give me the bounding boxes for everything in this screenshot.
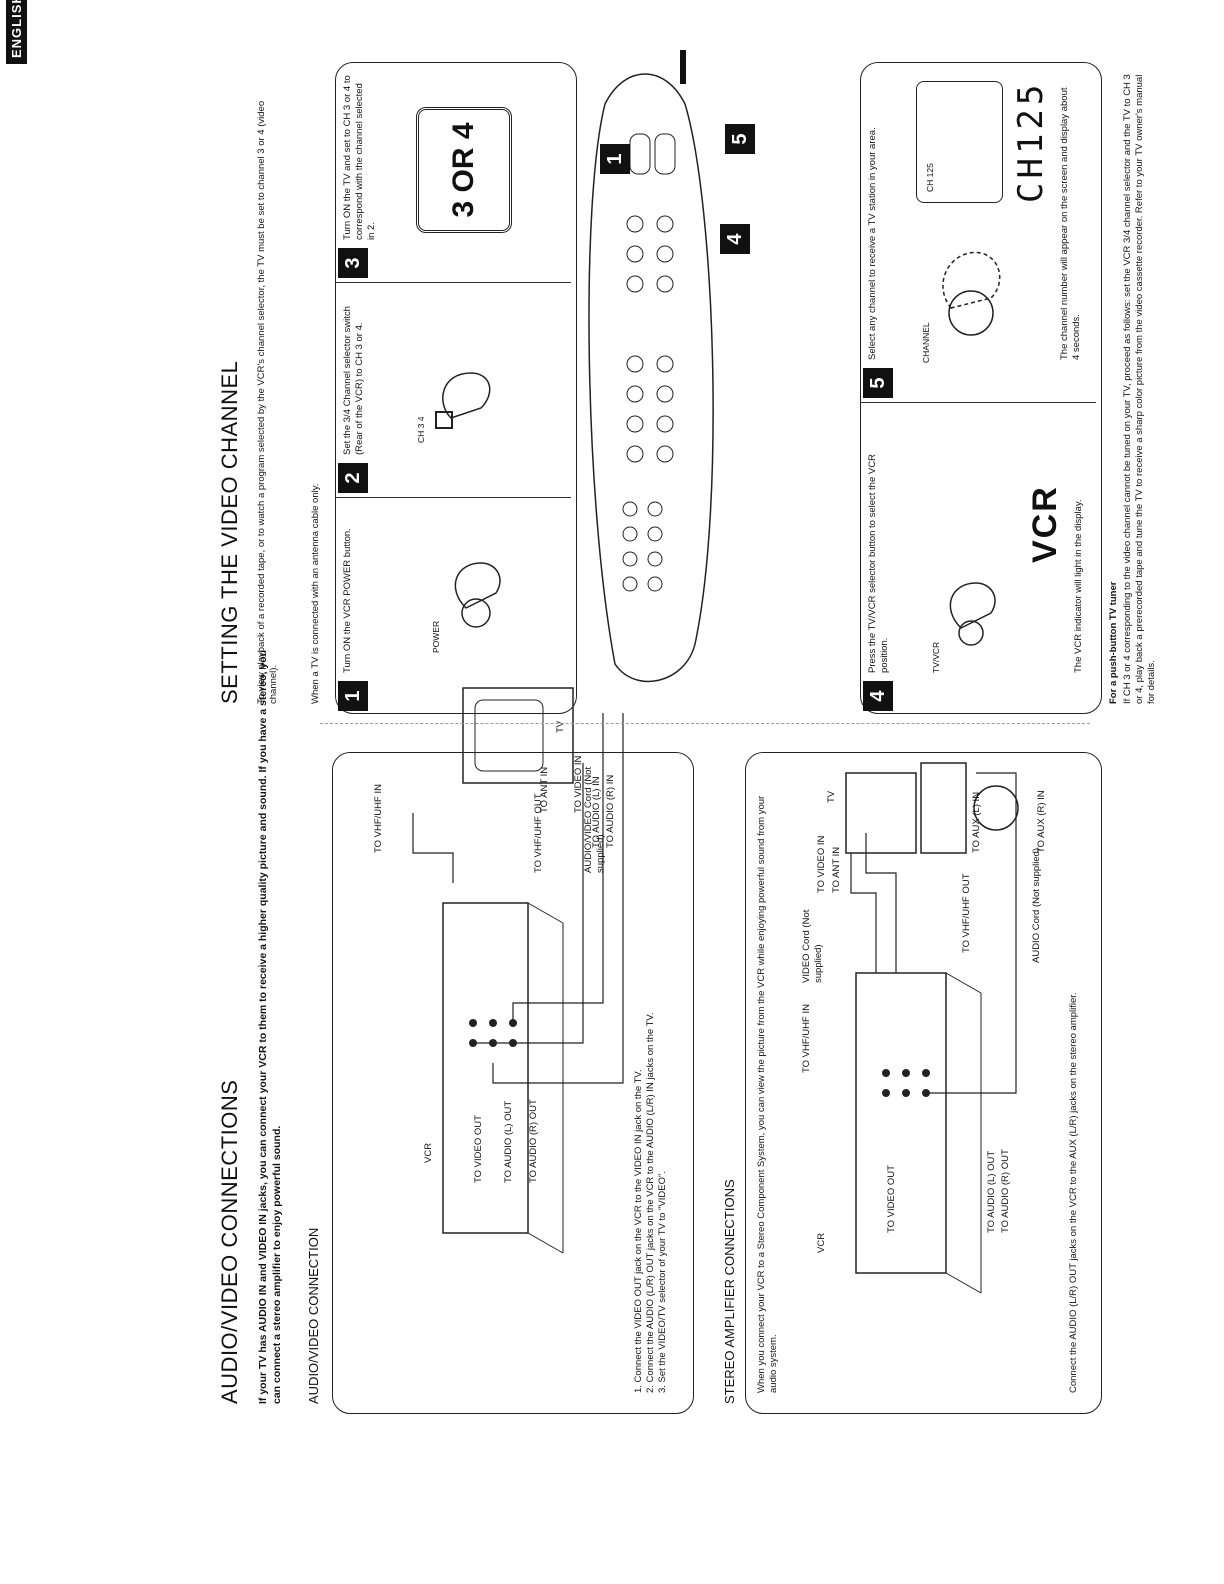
step-2-text: Set the 3/4 Channel selector switch (Rea… (342, 306, 365, 455)
av-ant-in-label: TO ANT IN (539, 766, 550, 813)
av-video-out-label: TO VIDEO OUT (473, 1115, 484, 1183)
steps-1-3-box: 1 Turn ON the VCR POWER button. POWER 2 … (335, 62, 577, 714)
av-diagram (412, 687, 624, 1254)
av-vcr-label: VCR (423, 1142, 434, 1163)
step-divider-2 (336, 282, 571, 283)
stereo-diagram (845, 762, 1019, 1294)
av-audio-r-in-label: TO AUDIO (R) IN (605, 774, 616, 848)
av-connection-box: VCR TO VHF/UHF IN TO VHF/UHF OUT TO VIDE… (332, 687, 694, 1414)
stereo-aux-l-in-label: TO AUX (L) IN (971, 791, 982, 853)
stereo-audio-r-out-label: TO AUDIO (R) OUT (1000, 1149, 1011, 1233)
step-5-number: 5 (863, 368, 893, 398)
vcr-indicator-display: VCR (1026, 485, 1064, 563)
channel-display: CH125 (1011, 80, 1051, 203)
tv-screen-box: CH 125 (916, 81, 1003, 203)
channel-label: CHANNEL (921, 322, 931, 363)
stereo-video-cord-label: VIDEO Cord (Not supplied) (801, 909, 824, 983)
tv-3-or-4-display: 3 OR 4 (416, 107, 512, 233)
tv-vcr-button-icon (949, 582, 996, 646)
stereo-video-out-label: TO VIDEO OUT (886, 1165, 897, 1233)
callout-4: 4 (720, 224, 750, 254)
language-tag: ENGLISH (6, 0, 27, 64)
av-audio-l-out-label: TO AUDIO (L) OUT (503, 1100, 514, 1183)
av-title: AUDIO/VIDEO CONNECTIONS (217, 1079, 242, 1404)
av-intro: If your TV has AUDIO IN and VIDEO IN jac… (257, 649, 283, 1404)
av-step-1: 1. Connect the VIDEO OUT jack on the VCR… (633, 1069, 644, 1393)
vc-intro: To view playback of a recorded tape, or … (256, 100, 279, 704)
av-video-in-label: TO VIDEO IN (573, 755, 584, 813)
step-3-number: 3 (338, 248, 368, 278)
step-divider-1 (336, 497, 571, 498)
pushbutton-heading: For a push-button TV tuner (1108, 581, 1119, 704)
power-button-icon (454, 562, 501, 628)
step-2-number: 2 (338, 463, 368, 493)
stereo-video-in-label: TO VIDEO IN (816, 835, 827, 893)
stereo-vhf-out-label: TO VHF/UHF OUT (961, 873, 972, 953)
stereo-vcr-label: VCR (816, 1232, 827, 1253)
remote-control-illustration (588, 73, 714, 683)
step-4-note: The VCR indicator will light in the disp… (1073, 499, 1084, 673)
pushbutton-text: If CH 3 or 4 corresponding to the video … (1122, 74, 1157, 704)
stereo-intro: When you connect your VCR to a Stereo Co… (756, 795, 779, 1393)
steps-4-5-box: 4 Press the TV/VCR selector button to se… (860, 62, 1102, 714)
stereo-note: Connect the AUDIO (L/R) OUT jacks on the… (1068, 992, 1079, 1393)
av-step-3: 3. Set the VIDEO/TV selector of your TV … (657, 1171, 668, 1393)
av-connection-heading: AUDIO/VIDEO CONNECTION (306, 1227, 321, 1404)
step-1-text: Turn ON the VCR POWER button. (342, 528, 353, 673)
vc-title: SETTING THE VIDEO CHANNEL (217, 360, 242, 704)
ch-switch-icon (435, 372, 491, 429)
tv-screen-channel: CH 125 (925, 163, 935, 192)
av-audio-r-out-label: TO AUDIO (R) OUT (528, 1099, 539, 1183)
stereo-vhf-in-label: TO VHF/UHF IN (801, 1004, 812, 1073)
callout-1: 1 (600, 144, 630, 174)
av-step-2: 2. Connect the AUDIO (L/R) OUT jacks on … (645, 1012, 656, 1393)
av-audio-l-in-label: TO AUDIO (L) IN (591, 776, 602, 848)
half-divider (320, 723, 1090, 724)
stereo-aux-r-in-label: TO AUX (R) IN (1036, 790, 1047, 853)
step-5-note: The channel number will appear on the sc… (1059, 87, 1082, 360)
step-divider-3 (861, 402, 1096, 403)
av-vhf-in-label: TO VHF/UHF IN (373, 784, 384, 853)
callout-5: 5 (725, 124, 755, 154)
ch-switch-label: CH 3 4 (416, 416, 426, 443)
vc-antenna-note: When a TV is connected with an antenna c… (310, 483, 321, 704)
stereo-audio-l-out-label: TO AUDIO (L) OUT (986, 1150, 997, 1233)
stereo-audio-cord-label: AUDIO Cord (Not supplied) (1031, 847, 1042, 963)
step-4-text: Press the TV/VCR selector button to sele… (867, 454, 890, 673)
stereo-box: When you connect your VCR to a Stereo Co… (745, 752, 1102, 1414)
step-5-text: Select any channel to receive a TV stati… (867, 127, 878, 360)
step-4-number: 4 (863, 681, 893, 711)
av-steps: 1. Connect the VIDEO OUT jack on the VCR… (633, 773, 669, 1393)
stereo-tv-label: TV (826, 790, 837, 803)
stereo-ant-in-label: TO ANT IN (831, 846, 842, 893)
channel-button-icon (942, 251, 1001, 336)
stereo-heading: STEREO AMPLIFIER CONNECTIONS (722, 1179, 737, 1404)
step-1-number: 1 (338, 681, 368, 711)
step-3-text: Turn ON the TV and set to CH 3 or 4 to c… (342, 75, 377, 240)
